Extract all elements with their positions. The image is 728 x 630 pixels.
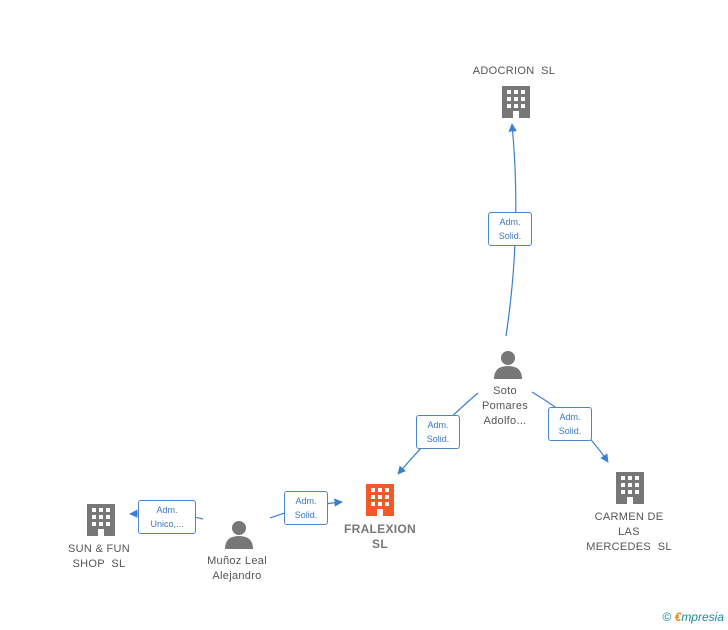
person-icon-munoz bbox=[225, 521, 253, 549]
relation-label-munoz-sunfun: Adm. Unico,... bbox=[138, 500, 196, 534]
node-label-adocrion[interactable]: ADOCRION SL bbox=[472, 65, 556, 77]
node-label-munoz[interactable]: Muñoz Leal Alejandro bbox=[207, 555, 267, 582]
building-icon-sunfun bbox=[87, 504, 115, 536]
node-label-sunfun[interactable]: SUN & FUN SHOP SL bbox=[68, 543, 130, 570]
relation-label-soto-adocrion: Adm. Solid. bbox=[488, 212, 532, 246]
relation-label-munoz-fralexion: Adm. Solid. bbox=[284, 491, 328, 525]
relation-line2: Unico,... bbox=[150, 519, 184, 529]
brand-name: mpresia bbox=[681, 610, 724, 624]
building-icon-adocrion bbox=[502, 86, 530, 118]
brand-e-icon: € bbox=[674, 610, 682, 624]
copyright-icon: © bbox=[662, 610, 672, 624]
relation-label-soto-carmen: Adm. Solid. bbox=[548, 407, 592, 441]
relation-line2: Solid. bbox=[294, 510, 318, 520]
relation-line1: Adm. bbox=[559, 412, 581, 422]
node-label-soto[interactable]: Soto Pomares Adolfo... bbox=[481, 385, 529, 427]
brand-footer[interactable]: © €mpresia bbox=[662, 610, 724, 624]
relation-label-soto-fralexion: Adm. Solid. bbox=[416, 415, 460, 449]
relation-line2: Solid. bbox=[426, 434, 450, 444]
relation-line1: Adm. bbox=[156, 505, 178, 515]
node-label-carmen[interactable]: CARMEN DE LAS MERCEDES SL bbox=[586, 511, 672, 553]
building-icon-fralexion bbox=[366, 484, 394, 516]
relation-line1: Adm. bbox=[295, 496, 317, 506]
relation-line2: Solid. bbox=[558, 426, 582, 436]
relation-line1: Adm. bbox=[499, 217, 521, 227]
relation-line1: Adm. bbox=[427, 420, 449, 430]
person-icon-soto bbox=[494, 351, 522, 379]
node-label-fralexion[interactable]: FRALEXION SL bbox=[343, 522, 417, 551]
building-icon-carmen bbox=[616, 472, 644, 504]
relation-line2: Solid. bbox=[498, 231, 522, 241]
